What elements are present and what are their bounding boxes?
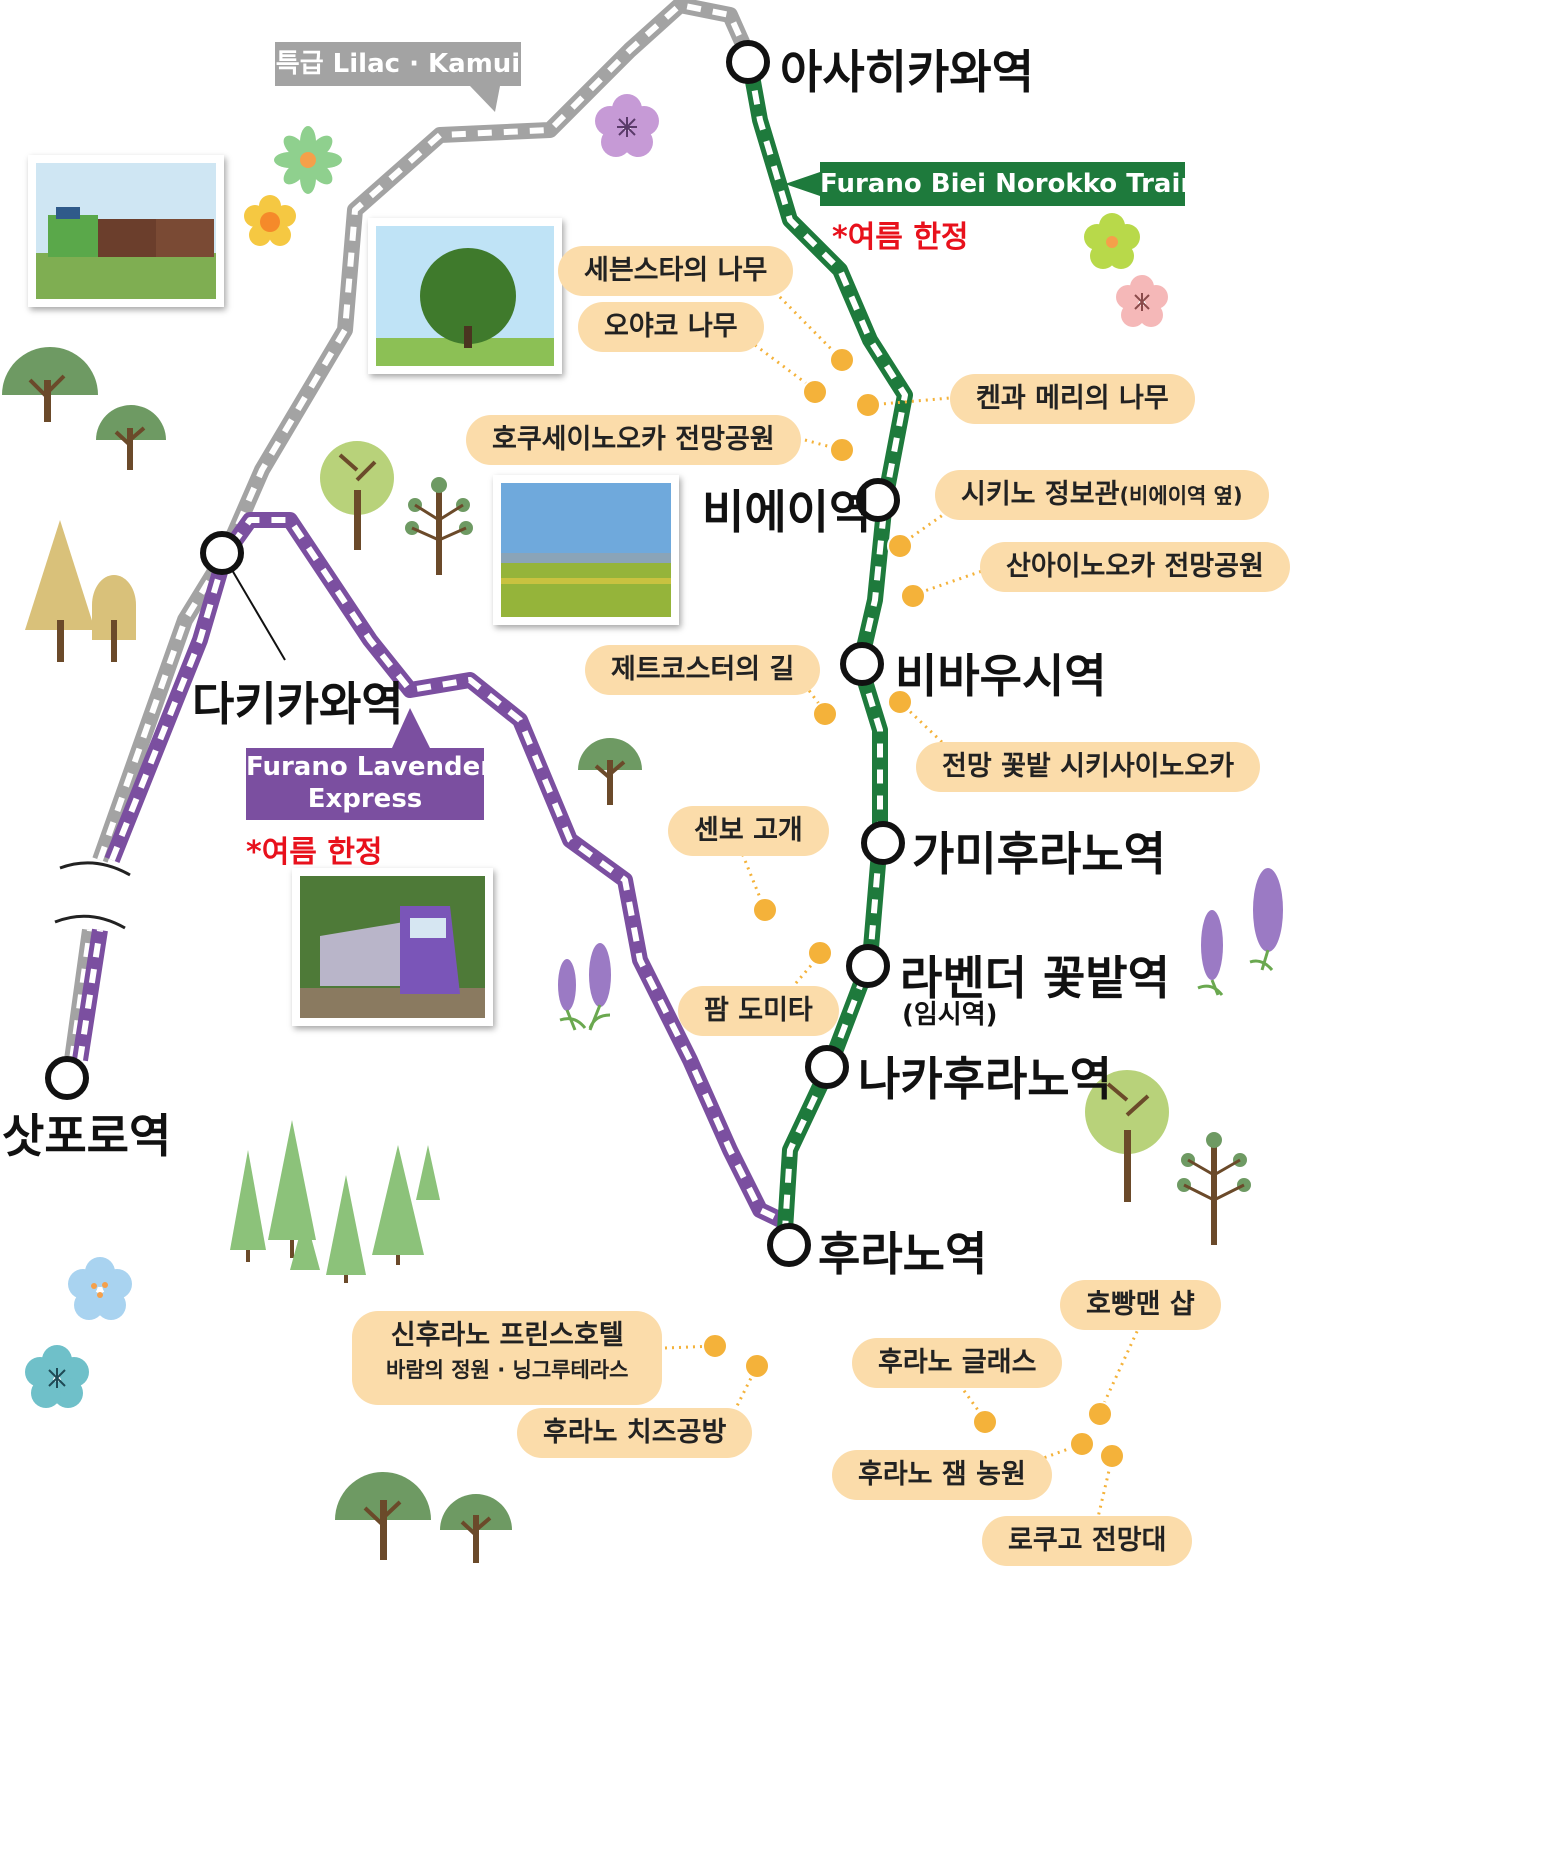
- deco-flower-icon: [595, 94, 659, 157]
- spot-ken-mary-tree: 켄과 메리의 나무: [950, 374, 1195, 424]
- deco-tree-icon: [1085, 1070, 1169, 1202]
- spot-shikisai-hill: 전망 꽃밭 시키사이노오카: [916, 742, 1261, 792]
- lavender-express-line: [72, 512, 789, 1230]
- lavender-summer-note: *여름 한정: [246, 835, 383, 870]
- station-markers: [45, 40, 905, 1267]
- spot-rokugo-view: 로쿠고 전망대: [982, 1516, 1193, 1566]
- spot-shikino-note: (비에이역 옆): [1119, 484, 1243, 508]
- deco-flower-icon: [25, 1345, 89, 1408]
- station-kamifurano: 가미후라노역: [912, 827, 1166, 881]
- station-asahikawa: 아사히카와역: [780, 45, 1034, 99]
- spot-oyako-tree: 오야코 나무: [578, 302, 764, 352]
- lilac-label-box: [275, 42, 521, 112]
- station-marker-sapporo: [45, 1056, 89, 1100]
- deco-tree-icon: [2, 347, 98, 422]
- norokko-train-line: [742, 63, 913, 1231]
- photo-seven-stars-tree: [368, 218, 562, 374]
- spot-prince-hotel: 신후라노 프린스호텔 바람의 정원 · 닝그루테라스: [352, 1311, 663, 1405]
- deco-tree-icon: [320, 441, 394, 550]
- spot-hokusei-park: 호쿠세이노오카 전망공원: [466, 415, 801, 465]
- deco-pine-forest-icon: [230, 1120, 440, 1283]
- station-furano: 후라노역: [818, 1227, 988, 1281]
- station-marker-furano: [767, 1223, 811, 1267]
- photo-hill-field: [493, 475, 679, 625]
- spot-prince-hotel-sub: 바람의 정원 · 닝그루테라스: [386, 1358, 629, 1382]
- spot-shikino-main: 시키노 정보관: [961, 479, 1120, 510]
- station-marker-takikawa: [200, 531, 244, 575]
- spot-jam-farm: 후라노 잼 농원: [832, 1450, 1052, 1500]
- spot-shikino-info: 시키노 정보관(비에이역 옆): [935, 470, 1269, 520]
- norokko-summer-note: *여름 한정: [832, 220, 969, 255]
- deco-flower-icon: [274, 126, 342, 194]
- deco-tree-icon: [578, 738, 642, 805]
- deco-flower-icon: [68, 1257, 132, 1320]
- station-takikawa: 다키카와역: [192, 677, 404, 731]
- deco-lavender-icon: [558, 943, 611, 1031]
- spot-dots: [702, 347, 1125, 1469]
- spot-furano-glass: 후라노 글래스: [852, 1338, 1063, 1388]
- spot-seven-stars-tree: 세븐스타의 나무: [558, 246, 794, 296]
- lavender-express-label-line2: Express: [307, 784, 423, 814]
- station-marker-lavender: [846, 944, 890, 988]
- deco-tree-icon: [405, 477, 473, 575]
- lavender-express-label-line1: Furano Lavender: [246, 752, 494, 782]
- photo-norokko-train: [28, 155, 224, 307]
- station-marker-asahikawa: [726, 40, 770, 84]
- station-marker-bibaushi: [840, 642, 884, 686]
- norokko-label: Furano Biei Norokko Train: [820, 169, 1199, 199]
- deco-flower-icon: [1116, 275, 1168, 327]
- deco-flower-icon: [1084, 213, 1140, 269]
- spot-cheese-factory: 후라노 치즈공방: [517, 1408, 753, 1458]
- deco-tree-icon: [1177, 1132, 1251, 1245]
- station-nakafurano: 나카후라노역: [858, 1052, 1112, 1106]
- station-biei: 비에이역: [702, 485, 872, 539]
- deco-flower-icon: [244, 195, 296, 246]
- deco-tree-icon: [25, 520, 95, 662]
- lavender-label-box: [246, 708, 484, 820]
- spot-prince-hotel-main: 신후라노 프린스호텔: [390, 1320, 624, 1351]
- spot-sanai-park: 산아이노오카 전망공원: [980, 542, 1290, 592]
- lilac-kamui-label: 특급 Lilac · Kamui: [275, 49, 521, 79]
- station-marker-biei: [856, 478, 900, 522]
- station-bibaushi: 비바우시역: [895, 649, 1107, 703]
- deco-tree-icon: [96, 405, 166, 470]
- station-marker-nakafurano: [805, 1045, 849, 1089]
- spot-farm-tomita: 팜 도미타: [678, 986, 839, 1036]
- norokko-label-box: [785, 162, 1185, 206]
- takikawa-leader-line: [231, 569, 286, 661]
- deco-tree-icon: [440, 1494, 512, 1563]
- line-break-mark: [54, 861, 131, 930]
- spot-bread-shop: 호빵맨 샵: [1060, 1280, 1221, 1330]
- photo-lavender-express: [292, 868, 493, 1026]
- spot-jet-coaster-road: 제트코스터의 길: [585, 645, 821, 695]
- station-lavender-farm-note: (임시역): [902, 1000, 998, 1030]
- deco-lavender-icon: [1197, 868, 1283, 996]
- spot-senbo-pass: 센보 고개: [668, 806, 829, 856]
- station-lavender-farm: 라벤더 꽃밭역: [900, 951, 1170, 1005]
- station-marker-kamifurano: [861, 821, 905, 865]
- station-sapporo: 삿포로역: [2, 1109, 172, 1163]
- deco-tree-icon: [92, 575, 136, 662]
- deco-tree-icon: [335, 1472, 431, 1560]
